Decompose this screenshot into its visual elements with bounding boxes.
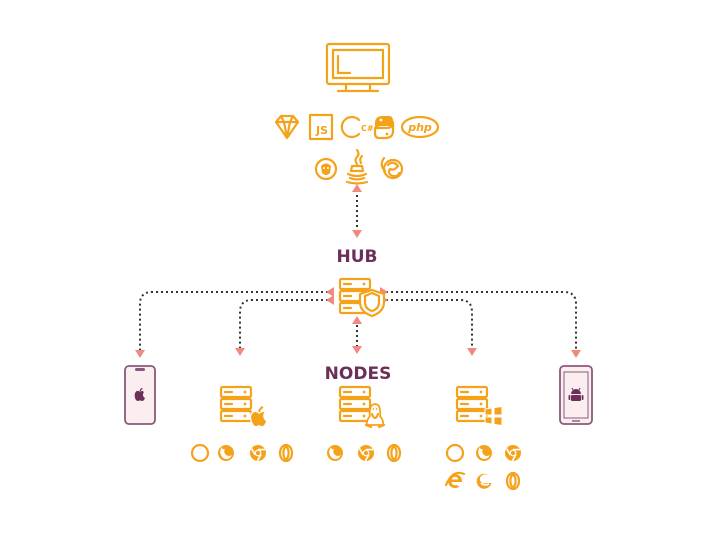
php-badge-text: php [407, 121, 432, 134]
windows-node-browsers [444, 443, 522, 491]
csharp-icon: C# [340, 115, 374, 139]
arrow-left-in-2 [326, 295, 334, 305]
iphone-icon [124, 365, 156, 425]
monitor-icon [325, 42, 391, 93]
arrow-down-hub [352, 230, 362, 238]
server-icon [455, 385, 489, 423]
arrowheads [135, 184, 581, 358]
nodes-label: NODES [325, 364, 392, 384]
php-icon: php [400, 115, 440, 139]
connectors [139, 190, 577, 352]
arrow-down-linux-node [352, 346, 362, 354]
javascript-badge-text: JS [315, 124, 328, 137]
chrome-icon [249, 444, 267, 462]
firefox-icon [327, 445, 343, 461]
firefox-icon [476, 445, 492, 461]
server-icon [338, 385, 372, 423]
server-shield-icon [338, 277, 386, 318]
ie-icon [444, 471, 466, 490]
chrome-icon [357, 444, 375, 462]
chrome-icon [504, 444, 522, 462]
edge-icon [475, 472, 493, 490]
hub-iphone-connector [139, 291, 328, 352]
csharp-badge-text: C# [361, 124, 374, 133]
perl-icon [314, 157, 338, 181]
hub-node-windows-connector [386, 299, 473, 350]
hub-node-mac-connector [239, 299, 328, 350]
arrow-up-hub-bottom [352, 316, 362, 324]
node-mac [190, 385, 294, 463]
arrow-up-client [352, 184, 362, 192]
linux-icon [364, 403, 386, 429]
opera-icon [386, 443, 402, 463]
windows-icon [484, 405, 503, 427]
safari-icon [190, 443, 210, 463]
android-logo-icon [568, 387, 584, 401]
linux-node-browsers [327, 443, 402, 463]
mac-node-browsers [190, 443, 294, 463]
safari-icon [445, 443, 465, 463]
opera-icon [505, 471, 521, 491]
java-icon [345, 148, 369, 185]
javascript-icon: JS [308, 113, 334, 141]
arrow-down-windows-node [467, 348, 477, 356]
arrow-down-iphone [135, 350, 145, 358]
arrow-left-in-1 [326, 287, 334, 297]
languages-row-1: JS C# php [274, 113, 440, 141]
python-icon [373, 116, 395, 140]
apple-logo-icon [134, 387, 145, 401]
android-phone-icon [559, 365, 593, 425]
groovy-icon [380, 156, 404, 180]
server-icon [219, 385, 253, 423]
languages-row-2 [314, 148, 404, 185]
apple-icon [249, 406, 268, 428]
hub-android-connector [386, 291, 577, 352]
node-windows [444, 385, 522, 491]
ruby-icon [274, 114, 300, 140]
arrow-down-android [571, 350, 581, 358]
opera-icon [278, 443, 294, 463]
arrow-down-mac-node [235, 348, 245, 356]
hub-label: HUB [337, 247, 378, 267]
node-linux [327, 385, 402, 463]
firefox-icon [218, 445, 234, 461]
